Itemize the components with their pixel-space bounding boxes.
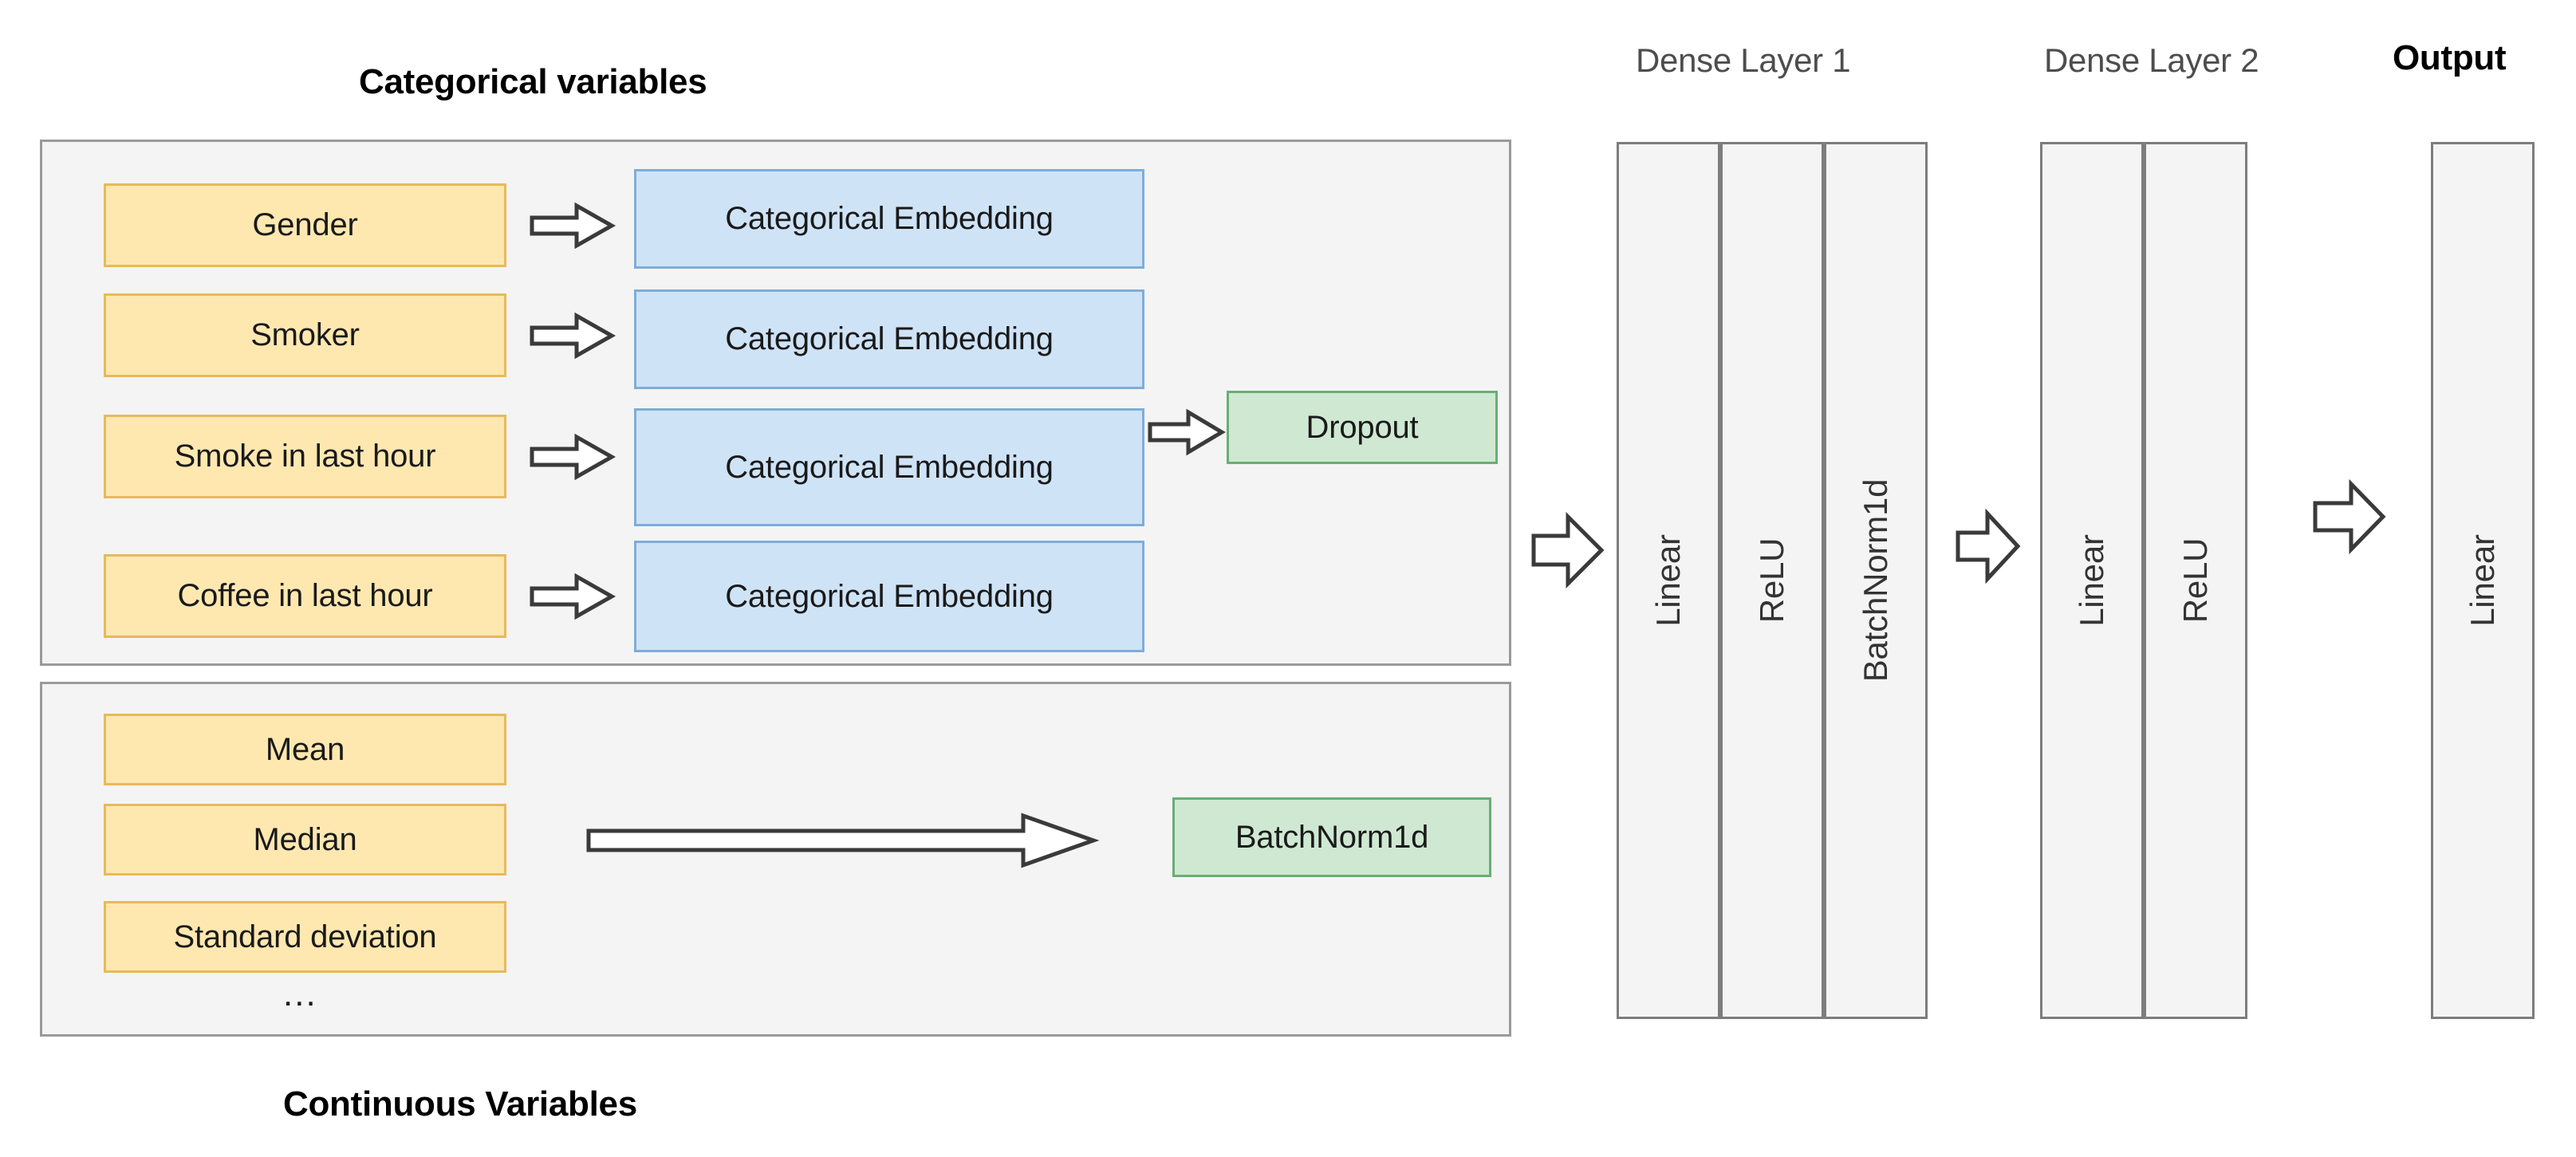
embedding-label: Categorical Embedding [725, 321, 1054, 356]
dense1-column-relu: ReLU [1720, 142, 1824, 1019]
variable-label: Coffee in last hour [177, 578, 433, 613]
embedding-label: Categorical Embedding [725, 201, 1054, 236]
variable-box-gender: Gender [104, 183, 506, 267]
continuous-variables-title: Continuous Variables [283, 1084, 637, 1124]
variable-label: Mean [265, 731, 345, 767]
variable-label: Smoke in last hour [174, 439, 436, 474]
arrow-coffee-last-hour-to-embedding [530, 573, 616, 620]
batchnorm-box-continuous: BatchNorm1d [1172, 797, 1491, 877]
arrow-gender-to-embedding [530, 202, 616, 250]
arrow-smoke-last-hour-to-embedding [530, 433, 616, 481]
variable-label: Median [253, 821, 357, 857]
dense2-column-linear: Linear [2040, 142, 2144, 1019]
continuous-variables-ellipsis: ... [283, 974, 317, 1013]
variable-box-median: Median [104, 804, 506, 876]
variable-label: Smoker [250, 317, 360, 352]
dense-layer-1-title: Dense Layer 1 [1636, 41, 1851, 79]
arrow-embeddings-to-dropout [1148, 408, 1226, 456]
output-title: Output [2393, 38, 2507, 77]
categorical-variables-title: Categorical variables [359, 62, 707, 101]
arrow-smoker-to-embedding [530, 312, 616, 360]
dropout-box: Dropout [1227, 391, 1498, 464]
variable-label: Standard deviation [173, 919, 437, 954]
embedding-box-1: Categorical Embedding [634, 169, 1144, 269]
variable-box-mean: Mean [104, 714, 506, 785]
variable-box-standard-deviation: Standard deviation [104, 901, 506, 973]
embedding-label: Categorical Embedding [725, 578, 1054, 614]
dropout-label: Dropout [1306, 409, 1419, 445]
arrow-dense-layer-2-to-output [2313, 478, 2386, 555]
dense-layer-2-title: Dense Layer 2 [2044, 41, 2259, 79]
embedding-label: Categorical Embedding [725, 449, 1054, 485]
embedding-box-4: Categorical Embedding [634, 541, 1144, 652]
embedding-box-2: Categorical Embedding [634, 289, 1144, 389]
batchnorm-label: BatchNorm1d [1235, 819, 1429, 855]
arrow-dense-layer-1-to-dense-layer-2 [1956, 508, 2021, 584]
column-label: ReLU [1753, 537, 1790, 624]
dense2-column-relu: ReLU [2144, 142, 2247, 1019]
arrow-groups-to-dense-layer-1 [1531, 511, 1605, 589]
dense1-column-batchnorm1d: BatchNorm1d [1824, 142, 1928, 1019]
column-label: Linear [2073, 534, 2110, 627]
variable-box-smoker: Smoker [104, 293, 506, 377]
dense1-column-linear: Linear [1617, 142, 1720, 1019]
column-label: BatchNorm1d [1857, 478, 1894, 683]
variable-box-coffee-last-hour: Coffee in last hour [104, 554, 506, 638]
variable-box-smoke-last-hour: Smoke in last hour [104, 415, 506, 498]
embedding-box-3: Categorical Embedding [634, 408, 1144, 526]
output-column-linear: Linear [2431, 142, 2535, 1019]
arrow-continuous-to-batchnorm [586, 813, 1100, 868]
column-label: Linear [1649, 534, 1687, 627]
column-label: Linear [2464, 534, 2501, 627]
variable-label: Gender [252, 207, 358, 242]
column-label: ReLU [2176, 537, 2214, 624]
